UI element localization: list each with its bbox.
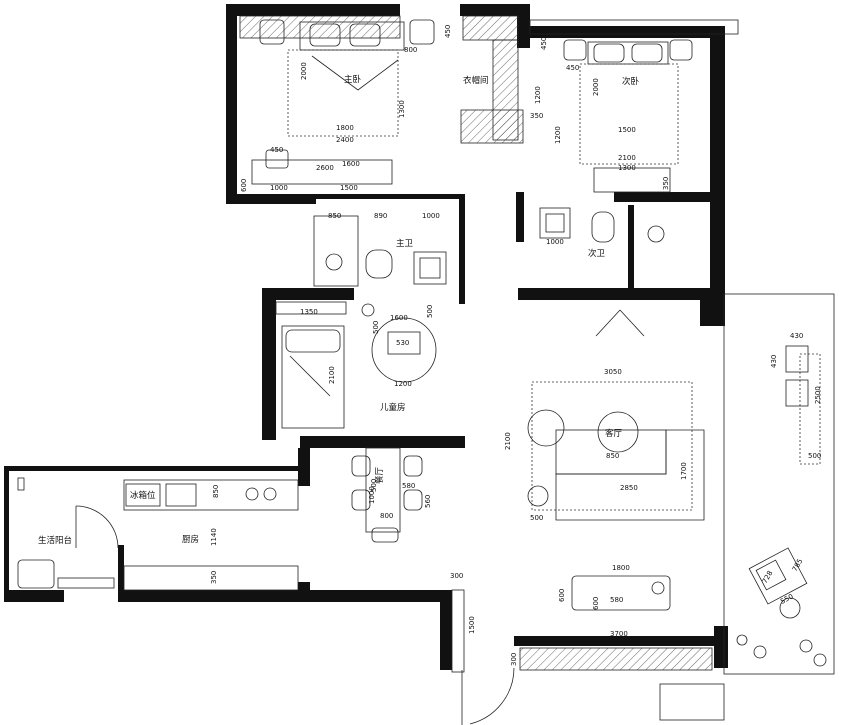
second-bath: 次卫 1000 [539,207,665,259]
room-label-walk-in-closet: 衣帽间 [463,75,489,86]
room-label-living-room: 客厅 [605,428,623,439]
dim-label: 500 [530,514,543,522]
dim-label: 1500 [340,184,358,192]
dim-label: 2000 [592,78,600,96]
dim-label: 3700 [610,630,628,638]
dim-label: 3050 [604,368,622,376]
dim-label: 2400 [336,136,354,144]
dim-label: 500 [808,452,821,460]
dim-label: 560 [424,495,432,508]
kids-room: 儿童房 1350 1600 500 530 500 2100 1200 [275,301,437,429]
dim-label: 1000 [422,212,440,220]
dim-label: 1500 [468,616,476,634]
walls [4,4,835,721]
dim-label: 890 [374,212,387,220]
dim-label: 2500 [814,386,822,404]
master-bedroom: 主卧 800 450 2000 1800 2400 1300 450 2600 … [240,19,543,192]
dim-label: 2100 [504,432,512,450]
dim-label: 728 [761,569,775,585]
dim-label: 1200 [534,86,542,104]
dim-label: 1350 [300,308,318,316]
master-bath: 主卫 850 890 1000 [313,212,447,287]
dim-label: 800 [380,512,393,520]
dim-label: 580 [610,596,623,604]
entry: 300 1500 300 [450,572,518,725]
dim-label: 300 [450,572,463,580]
living-balcony: 785 728 550 [736,547,827,667]
dim-label: 1500 [618,126,636,134]
room-label-kids-room: 儿童房 [380,402,406,413]
dim-label: 2100 [328,366,336,384]
dim-label: 600 [592,597,600,610]
dim-label: 1000 [270,184,288,192]
dim-label: 600 [558,589,566,602]
dim-label: 1600 [390,314,408,322]
dim-label: 450 [444,25,452,38]
dim-label: 1600 [342,160,360,168]
dim-label: 785 [791,557,805,573]
dim-label: 850 [212,485,220,498]
room-label-dining-room: 餐厅 [375,466,385,484]
dim-label: 2100 [618,154,636,162]
dim-label: 580 [402,482,415,490]
dim-label: 1000 [546,238,564,246]
dim-label: 850 [328,212,341,220]
dim-label: 2000 [300,62,308,80]
dim-label: 300 [510,653,518,666]
dim-label: 350 [210,571,218,584]
kitchen: 冰箱位 厨房 850 1140 350 [123,479,299,591]
dim-label: 450 [566,64,579,72]
dim-label: 500 [370,479,378,492]
dim-label: 500 [372,321,380,334]
dim-label: 800 [404,46,417,54]
living-room: 客厅 3050 2100 850 1700 2850 500 430 430 2… [504,309,822,671]
dim-label: 2850 [620,484,638,492]
dim-label: 1700 [680,462,688,480]
dim-label: 450 [540,37,548,50]
dim-label: 1300 [398,100,406,118]
walk-in-closet: 衣帽间 [239,15,524,144]
dim-label: 1300 [618,164,636,172]
dim-label: 530 [396,339,409,347]
room-label-second-bath: 次卫 [588,248,606,259]
dim-label: 450 [270,146,283,154]
dim-label: 500 [426,305,434,318]
room-label-kitchen: 厨房 [182,534,199,545]
dim-label: 1140 [210,528,218,546]
room-label-second-bedroom: 次卧 [622,76,640,87]
dim-label: 600 [240,179,248,192]
dim-label: 2600 [316,164,334,172]
fridge-label: 冰箱位 [130,490,156,501]
utility-balcony: 生活阳台 [17,477,119,589]
dim-label: 350 [662,177,670,190]
dim-label: 850 [606,452,619,460]
room-label-utility-balcony: 生活阳台 [38,535,72,546]
dim-label: 1800 [336,124,354,132]
room-label-master-bedroom: 主卧 [344,74,362,85]
dim-label: 430 [770,355,778,368]
dim-label: 1000 [368,486,376,504]
second-bedroom: 次卧 450 450 2000 1500 1200 2100 1300 350 [540,37,693,193]
dim-label: 350 [530,112,543,120]
room-label-master-bath: 主卫 [396,238,414,249]
dim-label: 1200 [394,380,412,388]
dim-label: 1800 [612,564,630,572]
dim-label: 550 [779,592,795,605]
dim-label: 1200 [554,126,562,144]
dim-label: 430 [790,332,803,340]
dining-room: 餐厅 500 580 1000 560 800 [351,447,432,543]
